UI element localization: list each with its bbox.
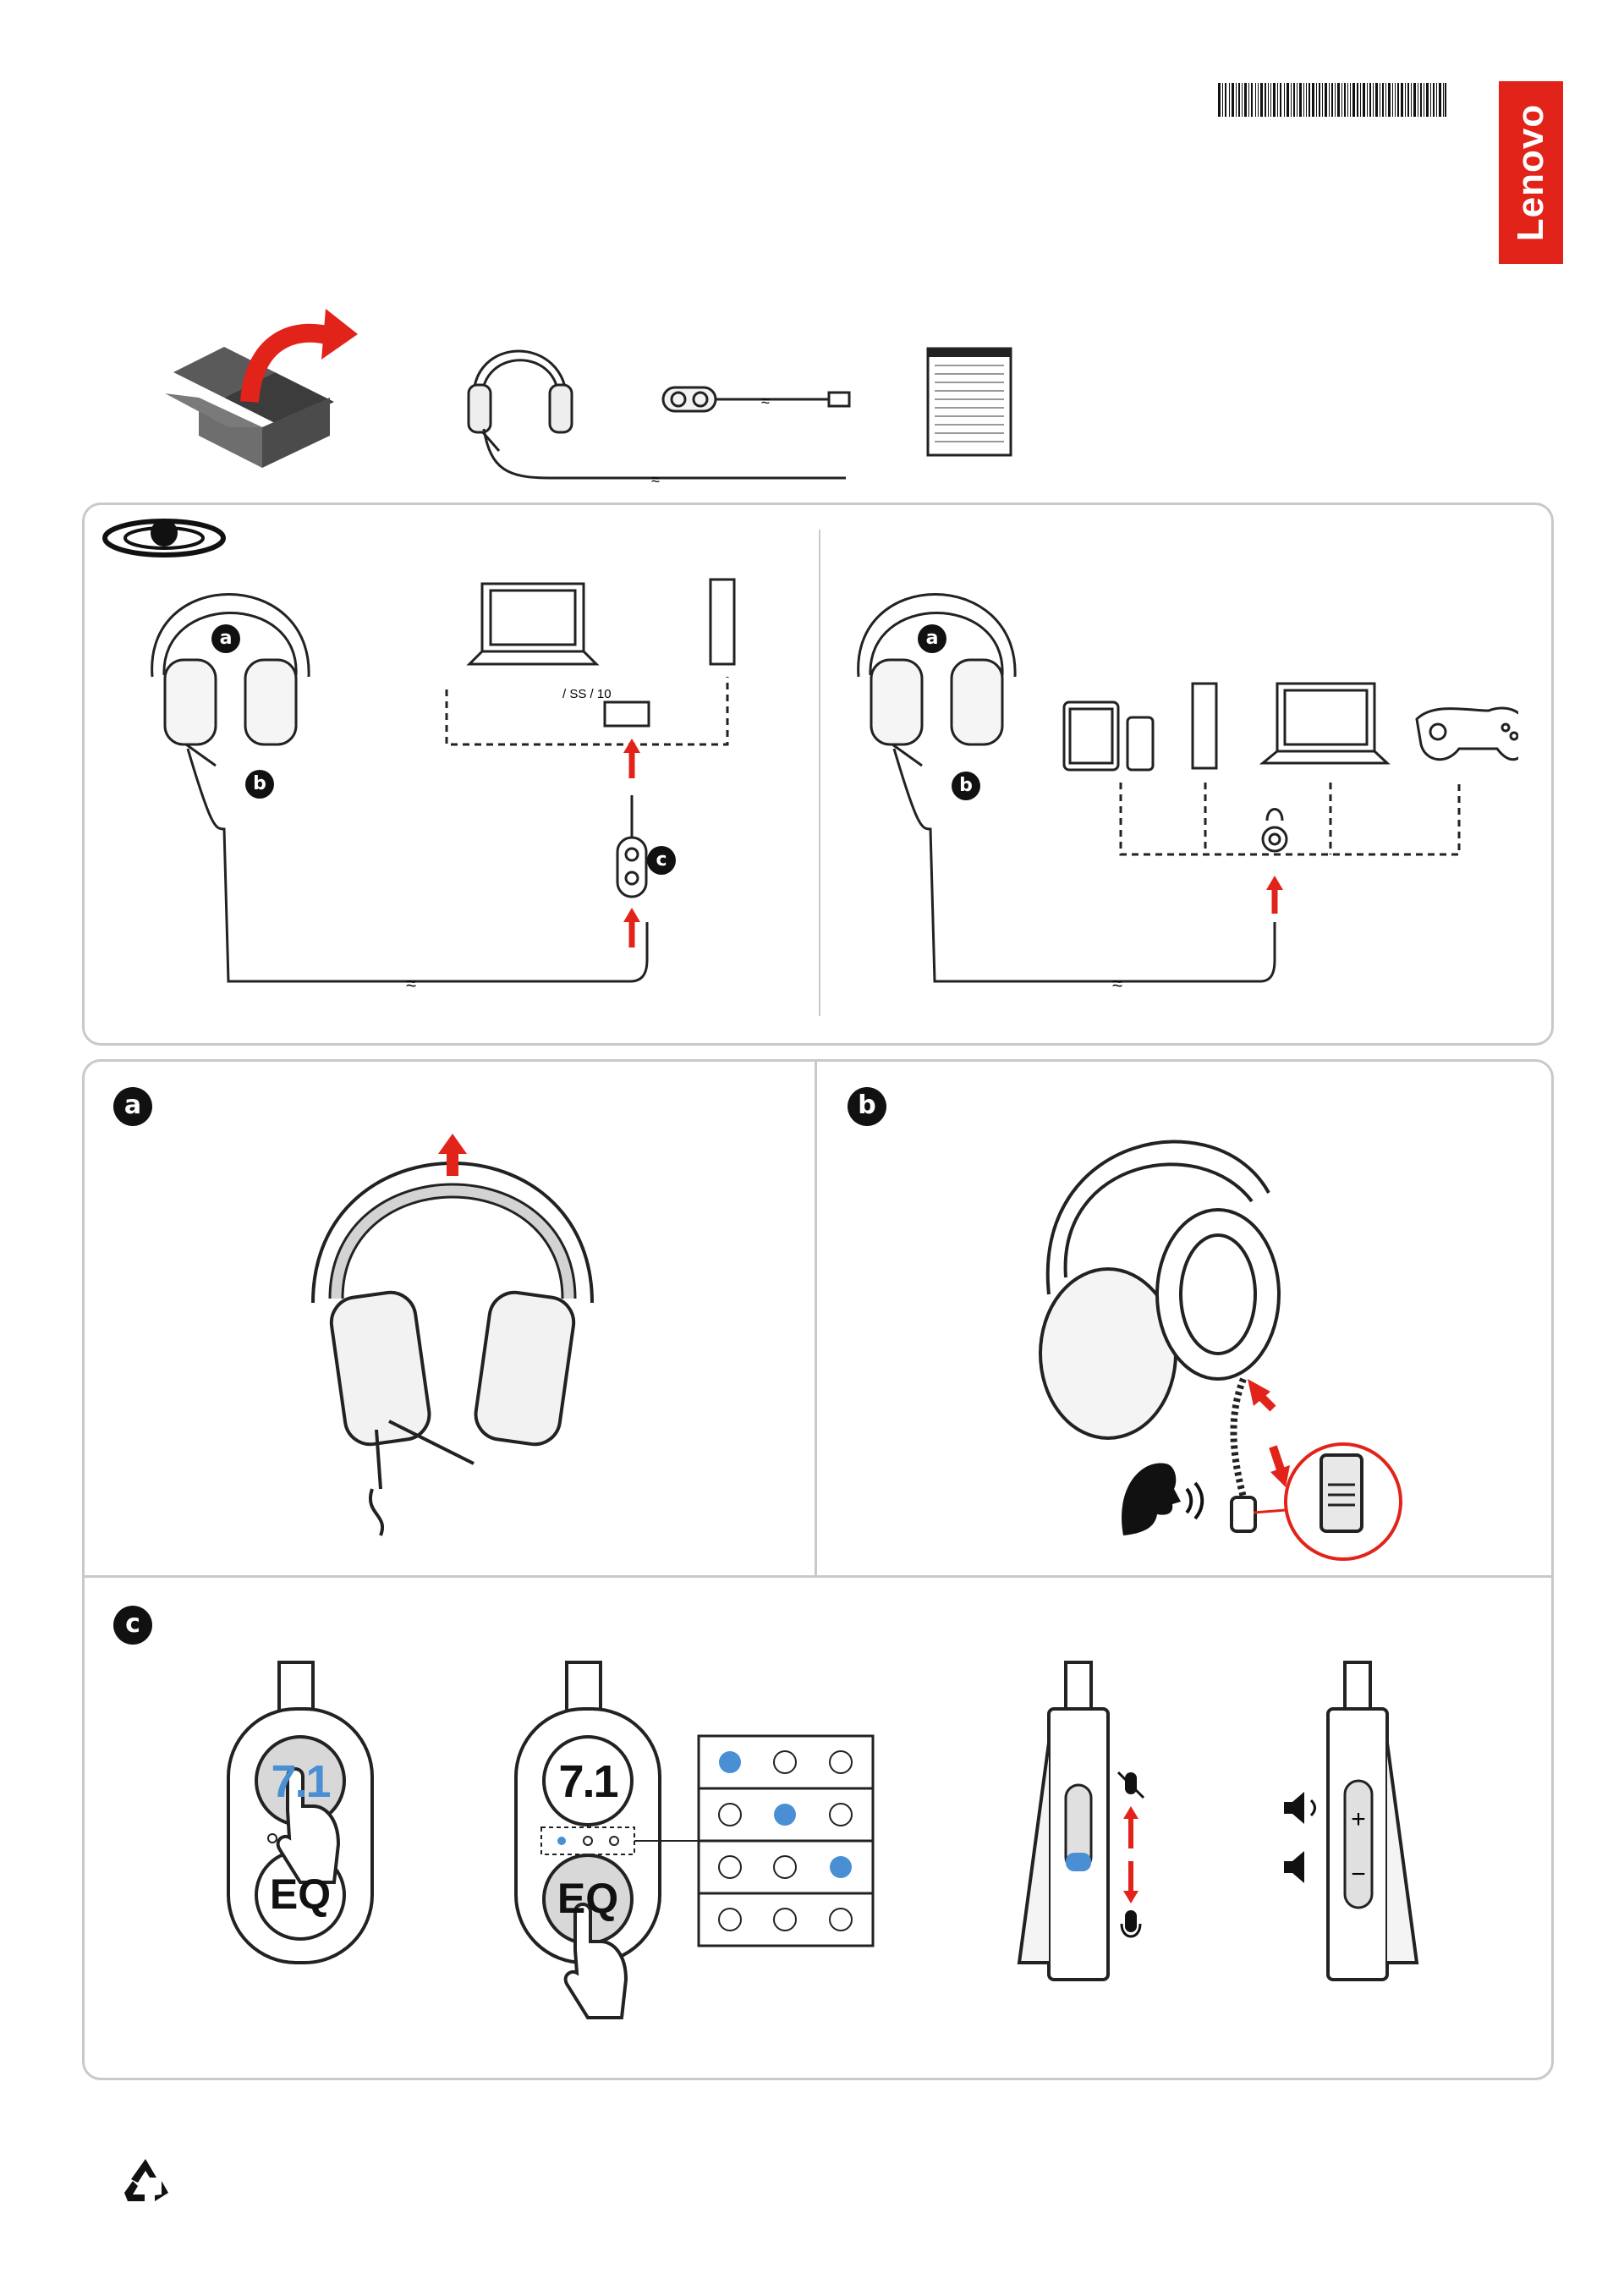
eq-toggle-illustration: [508, 1658, 914, 2039]
headband-adjust-illustration: [304, 1117, 609, 1540]
gamepad-icon: [1417, 708, 1518, 760]
tablet-icon: [1064, 702, 1118, 770]
svg-text:≈: ≈: [651, 471, 660, 486]
svg-text:≈: ≈: [761, 393, 770, 409]
brand-logo-text: Lenovo: [1510, 104, 1552, 241]
mic-attach-illustration: [1032, 1100, 1413, 1574]
recycle-icon: [121, 2156, 170, 2203]
surround-toggle-illustration: [220, 1658, 389, 1997]
box-open-icon: [165, 309, 359, 470]
usb-adapter-icon: ≈: [660, 382, 854, 416]
surround-button-label-2: 7.1: [546, 1755, 630, 1808]
mic-mute-icon: [1118, 1772, 1144, 1798]
laptop-icon: [1263, 684, 1387, 763]
phone-icon: [1127, 717, 1153, 770]
volume-up-icon: [1284, 1792, 1315, 1824]
surround-sound-icon: [102, 513, 228, 560]
section-badge-b: b: [848, 1087, 886, 1126]
callout-badge-a-1: a: [211, 624, 240, 653]
mic-mute-switch-illustration: [1007, 1658, 1150, 1997]
barcode-icon: [1218, 83, 1446, 117]
eq-button-label-1: EQ: [258, 1870, 343, 1919]
panel-divider-v: [815, 1061, 817, 1577]
panel-divider-h: [84, 1575, 1551, 1578]
brand-logo: Lenovo: [1499, 81, 1563, 264]
surround-button-label: 7.1: [258, 1755, 343, 1808]
speaking-head-icon: [1115, 1455, 1208, 1540]
headphone-jack-icon: [1263, 810, 1287, 852]
volume-control-illustration: + −: [1277, 1658, 1446, 1997]
manual-icon: [926, 347, 1012, 457]
eq-button-label-2: EQ: [546, 1874, 630, 1923]
svg-text:≈: ≈: [406, 973, 416, 994]
mic-icon: [1122, 1910, 1140, 1936]
section-badge-c: c: [113, 1606, 152, 1645]
section-badge-a: a: [113, 1087, 152, 1126]
callout-badge-a-2: a: [918, 624, 946, 653]
callout-badge-b-2: b: [952, 772, 980, 800]
volume-down-icon: [1284, 1851, 1304, 1883]
svg-text:−: −: [1351, 1860, 1366, 1888]
desktop-tower-icon: [1193, 684, 1216, 768]
svg-text:≈: ≈: [1112, 973, 1122, 994]
svg-text:+: +: [1351, 1805, 1366, 1833]
eq-mode-grid: [699, 1736, 873, 1946]
usb-port-label: / SS / 10: [562, 687, 612, 701]
callout-badge-c-1: c: [647, 846, 676, 875]
panel-divider: [819, 530, 820, 1016]
callout-badge-b-1: b: [245, 770, 274, 799]
